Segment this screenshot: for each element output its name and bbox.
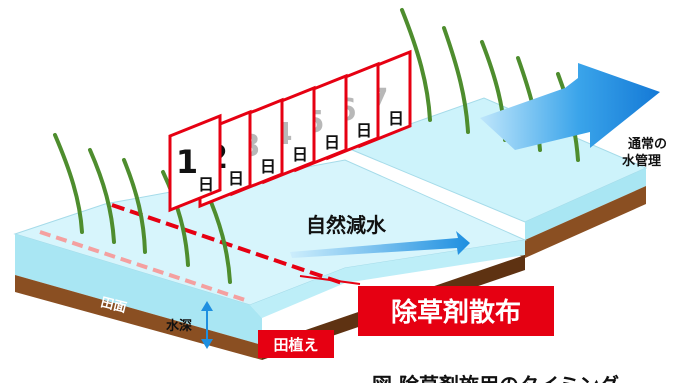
day-card-unit: 日: [356, 121, 372, 140]
water-depth-label: 水深: [166, 318, 192, 334]
rice-plant: [442, 26, 470, 134]
herbicide-label: 除草剤散布: [391, 297, 521, 328]
rice-plant: [122, 158, 147, 254]
day-card-unit: 日: [260, 157, 276, 176]
field-surface-label: 田面: [99, 295, 128, 316]
rice-plant: [161, 170, 190, 267]
upper-paddy-soil: [345, 160, 646, 258]
day-card-unit: 日: [292, 145, 308, 164]
natural-decrease-arrow: [290, 231, 470, 258]
bottom-caption: 図 除草剤施用のタイミング: [372, 373, 619, 383]
day-card-unit: 日: [388, 109, 404, 128]
water-depth-arrowhead-top: [201, 301, 213, 311]
lower-paddy-water-slope: [250, 240, 525, 318]
reduced-water-line: [111, 203, 346, 286]
lower-paddy-water-front: [15, 234, 262, 345]
upper-paddy: [343, 97, 648, 258]
rice-plant: [53, 133, 84, 234]
herbicide-label-box: [358, 286, 554, 336]
rice-plant: [400, 8, 432, 122]
normal-water-label-line2: 水管理: [622, 153, 661, 169]
planting-label: 田植え: [273, 336, 318, 354]
day-card-unit: 日: [198, 175, 214, 194]
herbicide-leader-line: [299, 275, 361, 285]
day-card-unit: 日: [324, 133, 340, 152]
day-card-number: 1: [176, 143, 198, 181]
day-cards: 7 日 6 日 5 日 4 日 3 日 2 日 1: [168, 49, 412, 213]
initial-water-line: [39, 230, 246, 302]
upper-paddy-water-front: [525, 168, 646, 240]
day-card-1: 1 日: [168, 113, 222, 213]
day-card-unit: 日: [228, 169, 244, 188]
natural-decrease-label: 自然減水: [306, 213, 387, 237]
normal-water-label-line1: 通常の: [628, 136, 667, 152]
rice-plant: [88, 148, 116, 244]
water-depth-arrowhead-bottom: [201, 339, 213, 349]
lower-paddy-soil-front: [15, 275, 262, 360]
planting-label-box: [258, 330, 334, 358]
normal-water-arrow: [480, 63, 660, 150]
